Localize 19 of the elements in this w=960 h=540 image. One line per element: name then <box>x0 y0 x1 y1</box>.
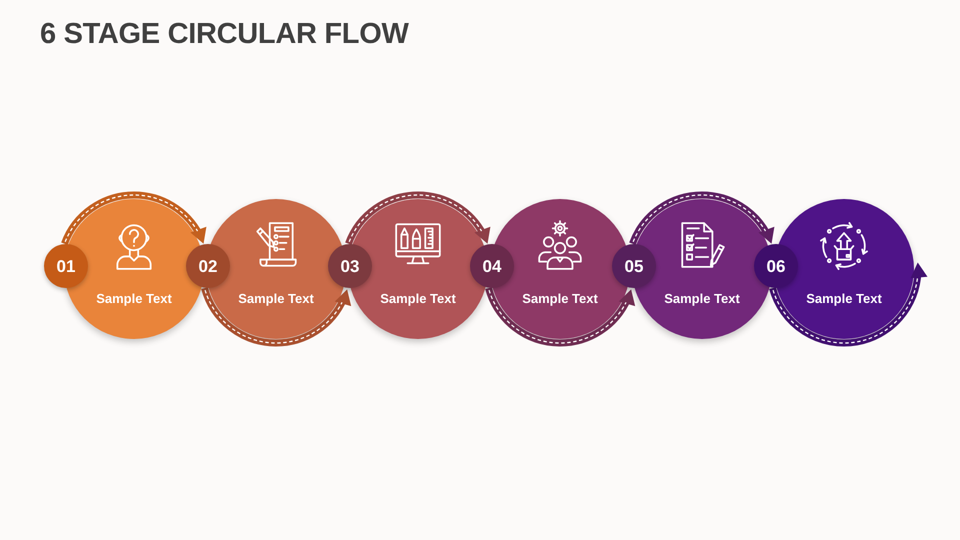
stage-label: Sample Text <box>238 292 314 307</box>
step-number: 02 <box>198 258 218 274</box>
stage-label: Sample Text <box>96 292 172 307</box>
curved-arrow <box>345 192 491 246</box>
title: 6 STAGE CIRCULAR FLOW <box>40 17 409 52</box>
curved-arrow <box>485 287 634 346</box>
number-disc <box>44 244 88 288</box>
step-number: 04 <box>482 258 502 274</box>
curved-arrow <box>201 287 350 346</box>
step-number: 03 <box>340 258 360 274</box>
stage-label: Sample Text <box>806 292 882 307</box>
step-number: 05 <box>624 258 644 274</box>
step-number: 01 <box>56 258 76 274</box>
stage-label: Sample Text <box>664 292 740 307</box>
step-number: 06 <box>766 258 786 274</box>
stage-label: Sample Text <box>522 292 598 307</box>
stage-label: Sample Text <box>380 292 456 307</box>
curved-arrow <box>769 262 927 346</box>
curved-arrow <box>629 192 775 246</box>
